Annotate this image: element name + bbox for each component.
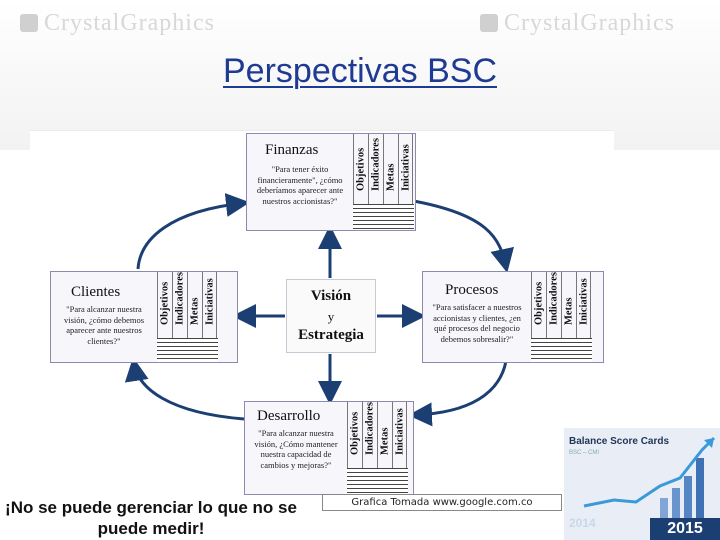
vision-estrategia-box: Visión y Estrategia <box>286 279 376 353</box>
column-iniciativas: Iniciativas <box>576 272 591 338</box>
thumbnail-title: Balance Score Cards <box>569 436 670 447</box>
image-credit: Grafica Tomada www.google.com.co <box>322 494 562 511</box>
globe-icon <box>20 14 38 32</box>
procesos-title: Procesos <box>445 282 499 298</box>
desarrollo-columns: Objetivos Indicadores Metas Iniciativas <box>347 402 408 468</box>
column-metas: Metas <box>377 402 392 468</box>
bsc-thumbnail: Balance Score Cards BSC – CMI 2014 2015 <box>564 428 720 540</box>
column-indicadores: Indicadores <box>546 272 561 338</box>
growth-chart-icon <box>583 436 716 518</box>
watermark-left: CrystalGraphics <box>20 10 215 37</box>
year-old-label: 2014 <box>569 516 596 530</box>
column-objetivos: Objetivos <box>531 272 546 338</box>
clientes-question: "Para alcanzar nuestra visión, ¿cómo deb… <box>63 304 145 346</box>
desarrollo-card: Desarrollo "Para alcanzar nuestra visión… <box>244 401 414 495</box>
clientes-columns: Objetivos Indicadores Metas Iniciativas <box>157 272 218 338</box>
column-iniciativas: Iniciativas <box>202 272 217 338</box>
arrow-clientes-finanzas <box>136 193 250 270</box>
column-indicadores: Indicadores <box>172 272 187 338</box>
finanzas-columns: Objetivos Indicadores Metas Iniciativas <box>353 134 414 204</box>
column-objetivos: Objetivos <box>157 272 172 338</box>
procesos-question: "Para satisfacer a nuestros accionistas … <box>432 302 522 344</box>
column-iniciativas: Iniciativas <box>398 134 413 204</box>
column-objetivos: Objetivos <box>353 134 368 204</box>
column-metas: Metas <box>187 272 202 338</box>
finanzas-title: Finanzas <box>265 142 319 158</box>
finanzas-card: Finanzas "Para tener éxito financieramen… <box>246 133 416 231</box>
year-new-banner: 2015 <box>650 518 720 540</box>
arrow-procesos-desarrollo <box>408 360 508 427</box>
slide-background <box>0 0 720 150</box>
bsc-diagram: Finanzas "Para tener éxito financieramen… <box>30 130 614 495</box>
finanzas-question: "Para tener éxito financieramente", ¿cóm… <box>256 164 344 206</box>
center-line-2: y <box>327 309 335 324</box>
column-indicadores: Indicadores <box>368 134 383 204</box>
clientes-grid <box>157 338 218 362</box>
column-metas: Metas <box>561 272 576 338</box>
desarrollo-question: "Para alcanzar nuestra visión, ¿Cómo man… <box>254 428 338 470</box>
globe-icon <box>480 14 498 32</box>
motto-text: ¡No se puede gerenciar lo que no se pued… <box>5 498 297 538</box>
arrow-desarrollo-clientes <box>124 357 245 421</box>
column-indicadores: Indicadores <box>362 402 377 468</box>
connector-arrows <box>124 193 514 427</box>
finanzas-grid <box>353 204 414 230</box>
arrow-finanzas-procesos <box>401 197 514 273</box>
center-line-3: Estrategia <box>298 327 364 343</box>
center-line-1: Visión <box>310 288 352 304</box>
desarrollo-grid <box>347 468 408 494</box>
thumbnail-subtitle: BSC – CMI <box>569 450 600 456</box>
desarrollo-title: Desarrollo <box>257 408 321 424</box>
column-metas: Metas <box>383 134 398 204</box>
procesos-card: Procesos "Para satisfacer a nuestros acc… <box>422 271 604 363</box>
column-objetivos: Objetivos <box>347 402 362 468</box>
procesos-grid <box>531 338 592 362</box>
clientes-title: Clientes <box>71 284 121 300</box>
column-iniciativas: Iniciativas <box>392 402 407 468</box>
procesos-columns: Objetivos Indicadores Metas Iniciativas <box>531 272 592 338</box>
clientes-card: Clientes "Para alcanzar nuestra visión, … <box>50 271 238 363</box>
slide-title: Perspectivas BSC <box>223 52 497 90</box>
watermark-right: CrystalGraphics <box>480 10 675 37</box>
